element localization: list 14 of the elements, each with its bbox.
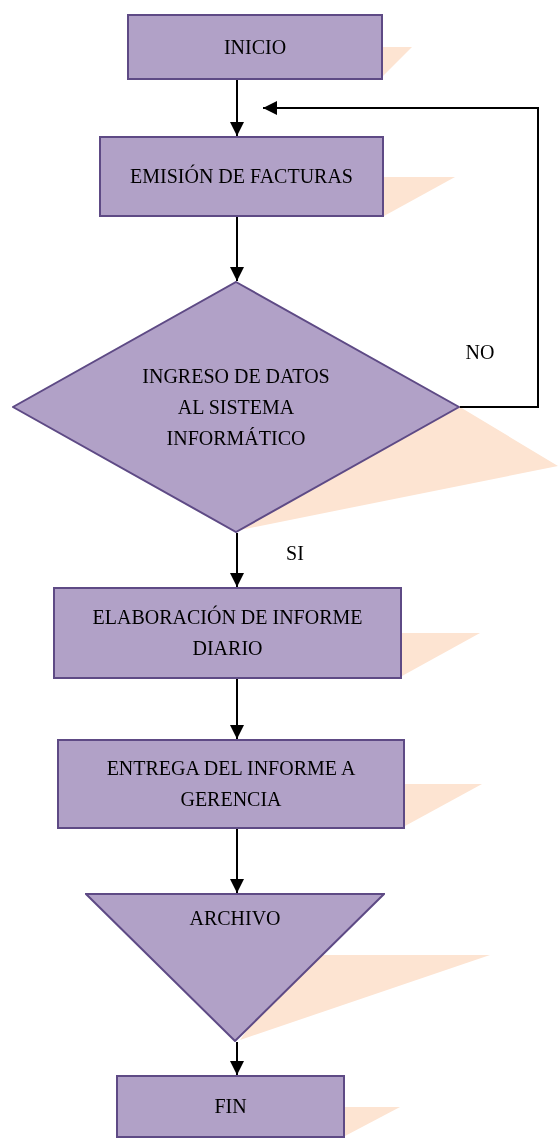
- arrow: [230, 216, 244, 282]
- process-box: ELABORACIÓN DE INFORME DIARIO: [53, 587, 402, 679]
- arrow: [230, 79, 244, 137]
- process-box: INICIO: [127, 14, 383, 80]
- arrow: [230, 678, 244, 740]
- storage-triangle: ARCHIVO: [85, 893, 385, 1042]
- arrow: [262, 101, 539, 408]
- arrow: [230, 828, 244, 894]
- process-box: EMISIÓN DE FACTURAS: [99, 136, 384, 217]
- process-box: FIN: [116, 1075, 345, 1138]
- process-box: ENTREGA DEL INFORME A GERENCIA: [57, 739, 405, 829]
- arrow: [230, 1041, 244, 1076]
- decision-diamond: INGRESO DE DATOS AL SISTEMA INFORMÁTICO: [12, 281, 460, 533]
- arrow: [230, 532, 244, 588]
